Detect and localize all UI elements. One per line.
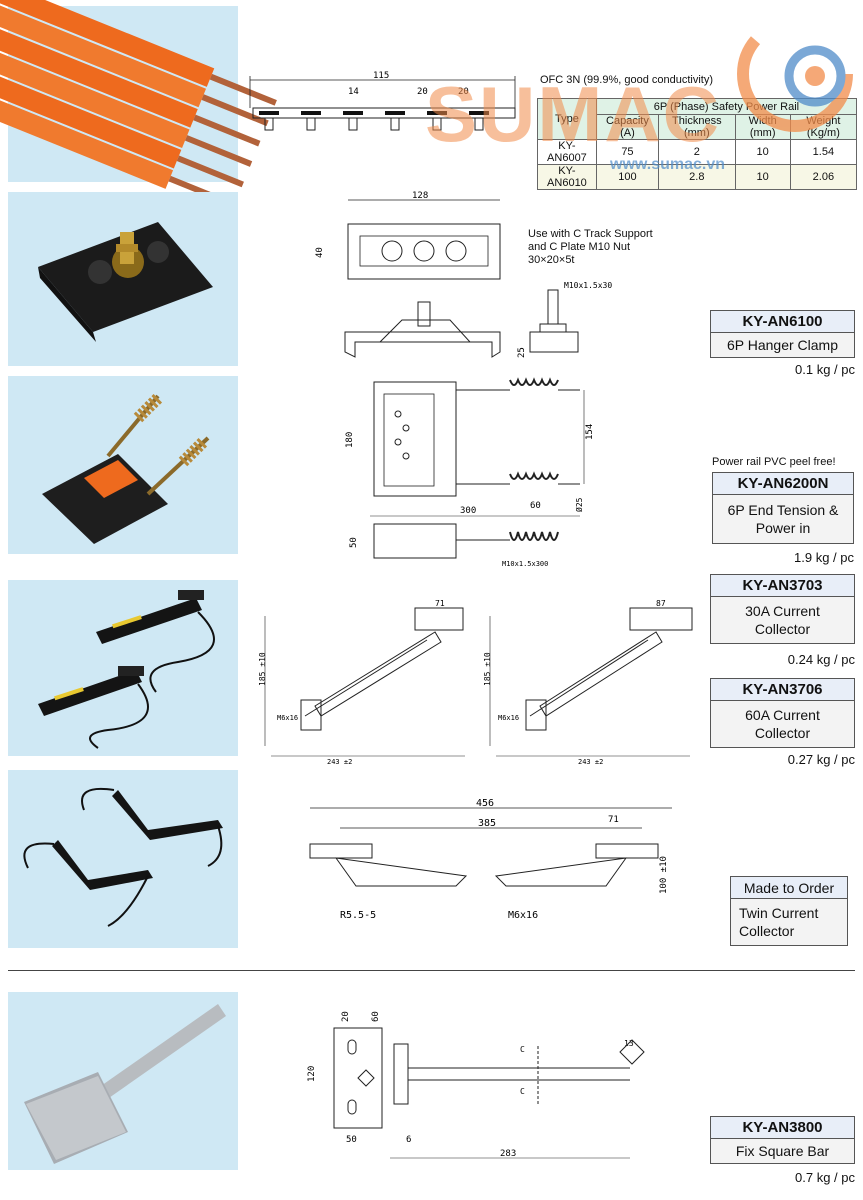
hanger-desc: 6P Hanger Clamp bbox=[711, 333, 854, 357]
twin-bolt: M6x16 bbox=[508, 910, 538, 921]
square-bar-dim-w: 50 bbox=[346, 1135, 357, 1145]
twin-dim-total: 456 bbox=[476, 798, 494, 809]
rail-table-caption: 6P (Phase) Safety Power Rail bbox=[595, 98, 858, 115]
end-tension-desc: 6P End Tension & Power in bbox=[713, 495, 853, 543]
hanger-clamp-photo bbox=[8, 192, 238, 366]
twin-dim-inner: 385 bbox=[478, 818, 496, 829]
hanger-dim-h2: 25 bbox=[517, 347, 527, 358]
collector60-dim-height: 185 ±10 bbox=[483, 652, 492, 686]
sumac-brand-text: SUMAC bbox=[425, 70, 721, 158]
table-row: KY-AN6007 75 2 10 1.54 bbox=[537, 139, 858, 165]
rail-dim-pitch: 20 bbox=[417, 87, 428, 97]
twin-dim-radius: R5.5-5 bbox=[340, 910, 376, 921]
end-tension-dim-dia: Ø25 bbox=[574, 497, 584, 512]
rail-cell: KY-AN6010 bbox=[537, 164, 597, 190]
square-bar-code: KY-AN3800 bbox=[711, 1117, 854, 1139]
end-tension-dim-span: 154 bbox=[585, 424, 595, 440]
collector60-desc: 60A Current Collector bbox=[711, 701, 854, 747]
rail-cell: 100 bbox=[595, 164, 660, 190]
collector30-spec-box: KY-AN3703 30A Current Collector bbox=[710, 574, 855, 644]
rail-header-thickness: Thickness (mm) bbox=[658, 114, 736, 140]
collector60-weight: 0.27 kg / pc bbox=[787, 752, 855, 767]
twin-collector-photo bbox=[8, 770, 238, 948]
square-bar-dim-len: 283 bbox=[500, 1149, 516, 1159]
end-tension-code: KY-AN6200N bbox=[713, 473, 853, 495]
end-tension-note: Power rail PVC peel free! bbox=[712, 456, 836, 468]
twin-collector-drawing: 456 385 71 100 ±10 R5.5-5 M6x16 bbox=[309, 798, 672, 921]
rail-cell: 10 bbox=[734, 164, 791, 190]
rail-material-note: OFC 3N (99.9%, good conductivity) bbox=[540, 74, 714, 86]
square-bar-dim-t: 6 bbox=[406, 1135, 411, 1145]
collector30-dim-width: 243 ±2 bbox=[327, 758, 352, 766]
square-bar-cut-bottom: C bbox=[520, 1087, 525, 1096]
collector30-bolt: M6x16 bbox=[277, 714, 298, 722]
rail-spec-table: Type 6P (Phase) Safety Power Rail Capaci… bbox=[537, 98, 858, 190]
collector60-spec-box: KY-AN3706 60A Current Collector bbox=[710, 678, 855, 748]
end-tension-spec-box: KY-AN6200N 6P End Tension & Power in bbox=[712, 472, 854, 544]
end-tension-dim-spring: 60 bbox=[530, 501, 541, 511]
end-tension-weight: 1.9 kg / pc bbox=[794, 550, 854, 565]
hanger-bolt-drawing: M10x1.5x30 25 bbox=[517, 281, 612, 358]
sumac-site-text: www.sumac.vn bbox=[610, 156, 725, 173]
end-tension-bolt: M10x1.5x300 bbox=[502, 560, 548, 568]
twin-dim-top: 71 bbox=[608, 815, 619, 825]
collector30-code: KY-AN3703 bbox=[711, 575, 854, 597]
power-rail-drawing: 115 14 20 20 bbox=[249, 71, 516, 131]
hanger-clamp-drawing: 128 40 bbox=[315, 191, 501, 358]
end-tension-dim-height: 180 bbox=[345, 432, 355, 448]
collector60-dim-width: 243 ±2 bbox=[578, 758, 603, 766]
square-bar-drawing: 20 60 120 50 6 C C 13 283 bbox=[307, 1011, 645, 1159]
square-bar-spec-box: KY-AN3800 Fix Square Bar bbox=[710, 1116, 855, 1164]
sumac-logo-watermark bbox=[737, 16, 853, 132]
rail-dim-total: 115 bbox=[373, 71, 389, 81]
collector-30a-drawing: 71 185 ±10 M6x16 243 ±2 bbox=[258, 599, 465, 766]
section-divider bbox=[8, 970, 855, 971]
square-bar-weight: 0.7 kg / pc bbox=[795, 1170, 855, 1185]
hanger-dim-length: 128 bbox=[412, 191, 428, 201]
table-row: KY-AN6010 100 2.8 10 2.06 bbox=[537, 164, 858, 190]
hanger-note: Use with C Track Support and C Plate M10… bbox=[528, 228, 653, 266]
rail-cell: KY-AN6007 bbox=[537, 139, 597, 165]
end-tension-dim-length: 300 bbox=[460, 506, 476, 516]
square-bar-dim-d60: 60 bbox=[371, 1011, 381, 1022]
rail-cell: 2.06 bbox=[789, 164, 858, 190]
current-collector-photo bbox=[8, 580, 238, 756]
square-bar-desc: Fix Square Bar bbox=[711, 1139, 854, 1163]
twin-badge: Made to Order bbox=[731, 877, 847, 899]
rail-cell: 2 bbox=[658, 139, 736, 165]
square-bar-photo bbox=[8, 992, 238, 1170]
square-bar-dim-h: 120 bbox=[307, 1066, 317, 1082]
hanger-code: KY-AN6100 bbox=[711, 311, 854, 333]
end-tension-dim-h2: 50 bbox=[349, 537, 359, 548]
collector60-code: KY-AN3706 bbox=[711, 679, 854, 701]
hanger-spec-box: KY-AN6100 6P Hanger Clamp bbox=[710, 310, 855, 358]
collector-60a-drawing: 87 185 ±10 M6x16 243 ±2 bbox=[483, 599, 693, 766]
collector60-bolt: M6x16 bbox=[498, 714, 519, 722]
rail-dim-pitch2: 20 bbox=[458, 87, 469, 97]
square-bar-dim-d20: 20 bbox=[341, 1011, 351, 1022]
collector30-dim-height: 185 ±10 bbox=[258, 652, 267, 686]
hanger-weight: 0.1 kg / pc bbox=[795, 362, 855, 377]
power-rail-photo bbox=[0, 0, 277, 208]
collector60-dim-top: 87 bbox=[656, 599, 666, 608]
rail-dim-gap: 14 bbox=[348, 87, 359, 97]
hanger-bolt-label: M10x1.5x30 bbox=[564, 281, 612, 290]
twin-desc: Twin Current Collector bbox=[731, 899, 847, 945]
rail-cell: 1.54 bbox=[789, 139, 858, 165]
end-tension-photo bbox=[8, 376, 238, 554]
collector30-desc: 30A Current Collector bbox=[711, 597, 854, 643]
rail-header-capacity: Capacity (A) bbox=[595, 114, 660, 140]
collector30-weight: 0.24 kg / pc bbox=[787, 652, 855, 667]
hanger-dim-height: 40 bbox=[315, 247, 325, 258]
twin-dim-height: 100 ±10 bbox=[659, 856, 669, 894]
end-tension-drawing: 180 154 300 60 Ø25 50 M10x1.5x300 bbox=[345, 377, 595, 568]
square-bar-cut-top: C bbox=[520, 1045, 525, 1054]
twin-spec-box: Made to Order Twin Current Collector bbox=[730, 876, 848, 946]
collector30-dim-top: 71 bbox=[435, 599, 445, 608]
